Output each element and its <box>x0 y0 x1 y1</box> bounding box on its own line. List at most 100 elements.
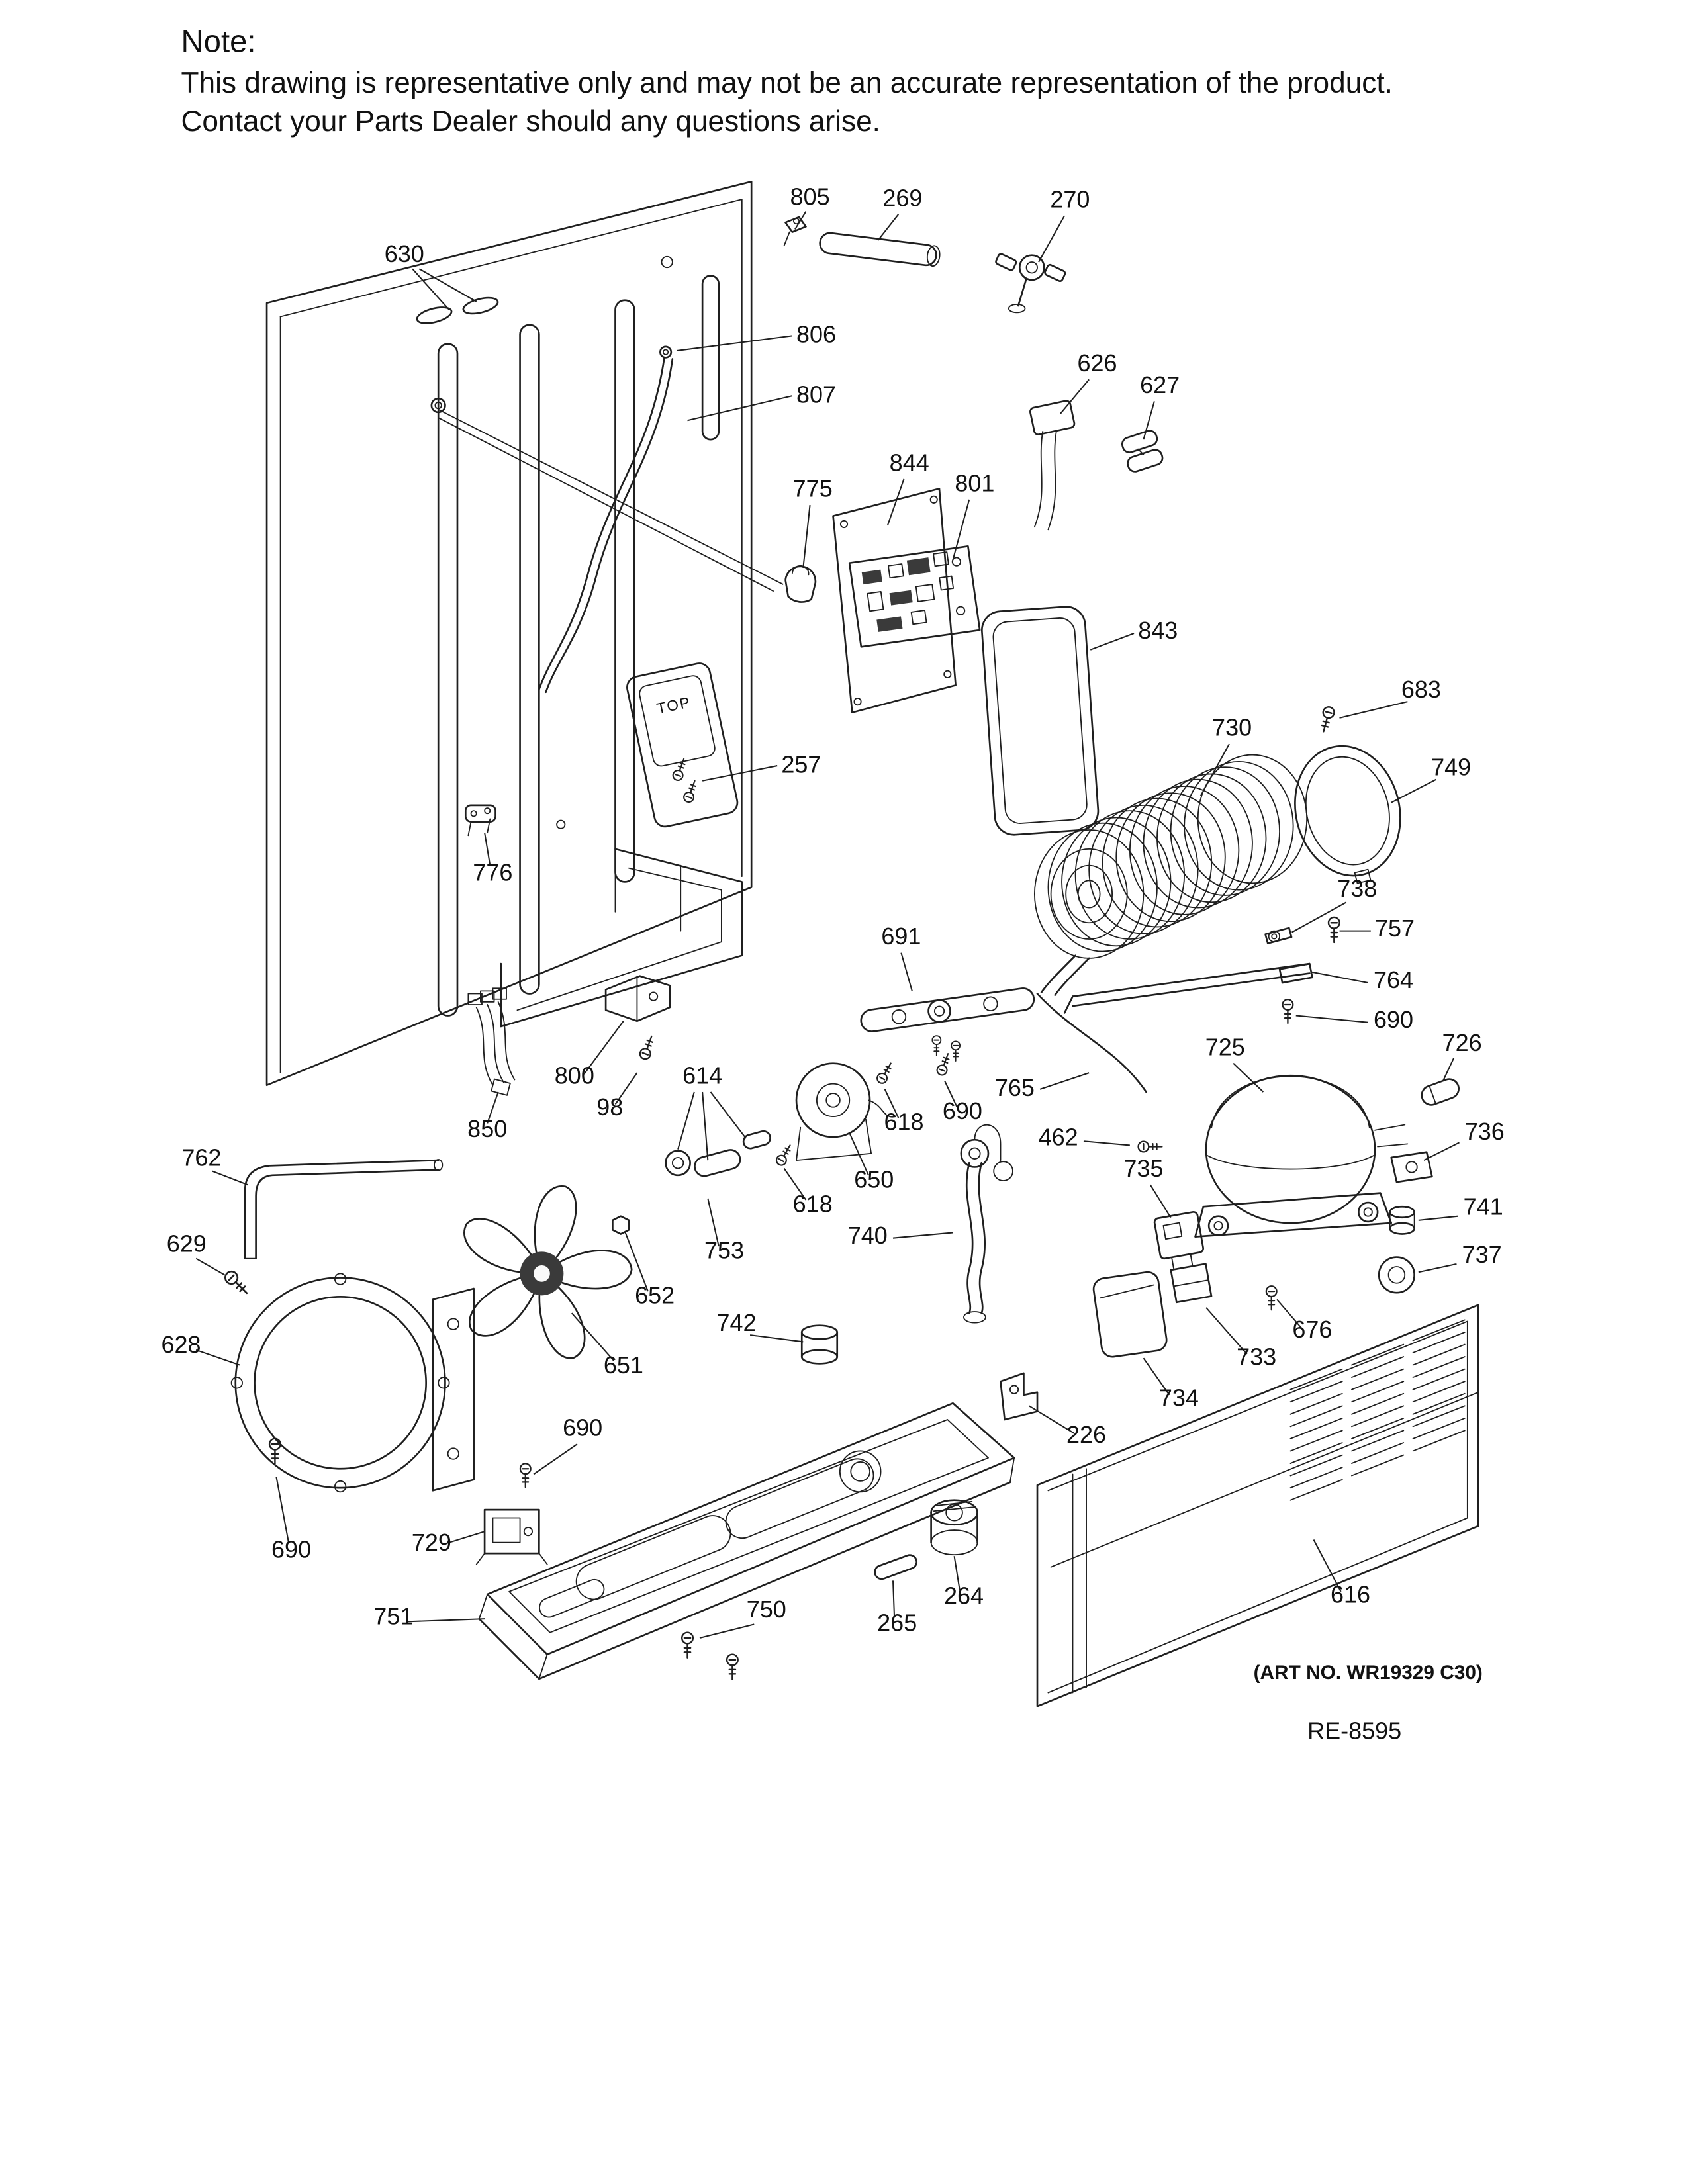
leader-738 <box>1291 901 1347 933</box>
fitting-738 <box>1264 927 1293 944</box>
leader-618 <box>884 1089 900 1118</box>
base-pan <box>478 1402 1015 1680</box>
leader-725 <box>1233 1062 1264 1093</box>
gasket-843 <box>981 606 1100 836</box>
callout-651: 651 <box>604 1351 643 1379</box>
leader-801 <box>952 499 970 560</box>
callout-629: 629 <box>167 1230 207 1257</box>
bracket-736 <box>1390 1151 1433 1183</box>
callout-652: 652 <box>635 1282 675 1309</box>
capacitor-734 <box>1092 1271 1168 1358</box>
callout-805: 805 <box>790 183 830 210</box>
panel-channel <box>437 343 459 1017</box>
leader-843 <box>1090 633 1135 651</box>
sensor-assembly-614 <box>665 1130 771 1177</box>
callout-726: 726 <box>1442 1029 1482 1056</box>
round-cover-749 <box>1294 745 1401 884</box>
callout-764: 764 <box>1374 966 1413 993</box>
leader-651 <box>571 1312 615 1361</box>
nut-652 <box>612 1215 630 1235</box>
leader-652 <box>624 1231 649 1292</box>
fan-blade-651 <box>463 1185 633 1359</box>
callout-749: 749 <box>1431 753 1471 780</box>
callout-850: 850 <box>467 1115 507 1142</box>
panel-channel <box>614 299 635 883</box>
leader-751 <box>408 1618 485 1623</box>
leader-844 <box>886 478 905 526</box>
screw-750 <box>680 1631 694 1659</box>
callout-750: 750 <box>747 1596 786 1623</box>
callout-843: 843 <box>1138 617 1178 644</box>
callout-98: 98 <box>596 1093 623 1120</box>
callout-742: 742 <box>717 1309 757 1336</box>
callout-270: 270 <box>1050 185 1090 212</box>
screw-257 <box>682 778 700 805</box>
note-line2: Contact your Parts Dealer should any que… <box>181 105 880 138</box>
leader-628 <box>195 1349 240 1366</box>
callout-757: 757 <box>1375 915 1415 942</box>
grommet-737 <box>1378 1256 1415 1294</box>
overload-733 <box>1170 1263 1213 1304</box>
mount-slot <box>462 296 499 315</box>
bracket-box-729 <box>475 1508 548 1565</box>
callout-753: 753 <box>704 1237 744 1264</box>
mount-rail-764 <box>1063 962 1313 1014</box>
doc-number: RE-8595 <box>1307 1717 1401 1745</box>
note-line1: This drawing is representative only and … <box>181 67 1393 99</box>
callout-226: 226 <box>1066 1421 1106 1448</box>
leader-775 <box>802 505 811 569</box>
screw-690 <box>935 1051 954 1077</box>
mount-slot <box>416 306 453 324</box>
screw-690-small <box>951 1040 961 1062</box>
cabinet-base-frame <box>500 848 743 1028</box>
screw-750 <box>726 1653 739 1680</box>
note-block: Note: This drawing is representative onl… <box>181 24 1393 138</box>
leader-614 <box>710 1091 747 1139</box>
sleeve-726 <box>1421 1078 1460 1106</box>
callout-462: 462 <box>1039 1123 1078 1150</box>
drier-tubes-740 <box>960 1124 1013 1324</box>
leader-850 <box>487 1091 499 1124</box>
leader-690 <box>533 1443 578 1475</box>
callout-614: 614 <box>682 1062 722 1089</box>
leader-618 <box>783 1167 807 1201</box>
top-plate: TOP <box>626 662 739 828</box>
callout-735: 735 <box>1123 1155 1163 1182</box>
leader-735 <box>1149 1184 1172 1218</box>
tube-265 <box>874 1554 918 1580</box>
leader-762 <box>212 1170 248 1186</box>
valve-270 <box>995 253 1066 314</box>
callout-650: 650 <box>854 1165 894 1193</box>
screw-98 <box>637 1034 657 1062</box>
control-board-801 <box>848 545 981 648</box>
callout-269: 269 <box>882 184 922 211</box>
art-number: (ART NO. WR19329 C30) <box>1254 1662 1483 1684</box>
leader-741 <box>1418 1215 1458 1221</box>
callout-691: 691 <box>881 923 921 950</box>
leader-614 <box>677 1091 695 1150</box>
leader-765 <box>1039 1072 1090 1090</box>
screw-690 <box>519 1463 532 1488</box>
leader-729 <box>445 1531 485 1545</box>
callout-627: 627 <box>1140 371 1180 398</box>
panel-channel <box>701 275 720 441</box>
callout-734: 734 <box>1159 1384 1199 1411</box>
callout-265: 265 <box>877 1610 917 1637</box>
screw-462 <box>1137 1140 1163 1153</box>
screw-618 <box>774 1142 796 1168</box>
vent-slats <box>1289 1319 1466 1501</box>
screw-618 <box>874 1060 896 1086</box>
callout-765: 765 <box>995 1074 1035 1101</box>
callout-740: 740 <box>848 1222 888 1249</box>
leader-626 <box>1060 379 1090 414</box>
fan-shroud-628 <box>230 1273 475 1493</box>
callout-628: 628 <box>161 1331 201 1358</box>
rear-access-panel <box>1036 1304 1479 1707</box>
cylinder-742 <box>800 1324 839 1365</box>
callout-730: 730 <box>1212 714 1252 741</box>
leader-630 <box>412 268 450 310</box>
leader-805 <box>794 211 807 230</box>
screw-629 <box>222 1268 252 1298</box>
callout-725: 725 <box>1205 1033 1245 1060</box>
